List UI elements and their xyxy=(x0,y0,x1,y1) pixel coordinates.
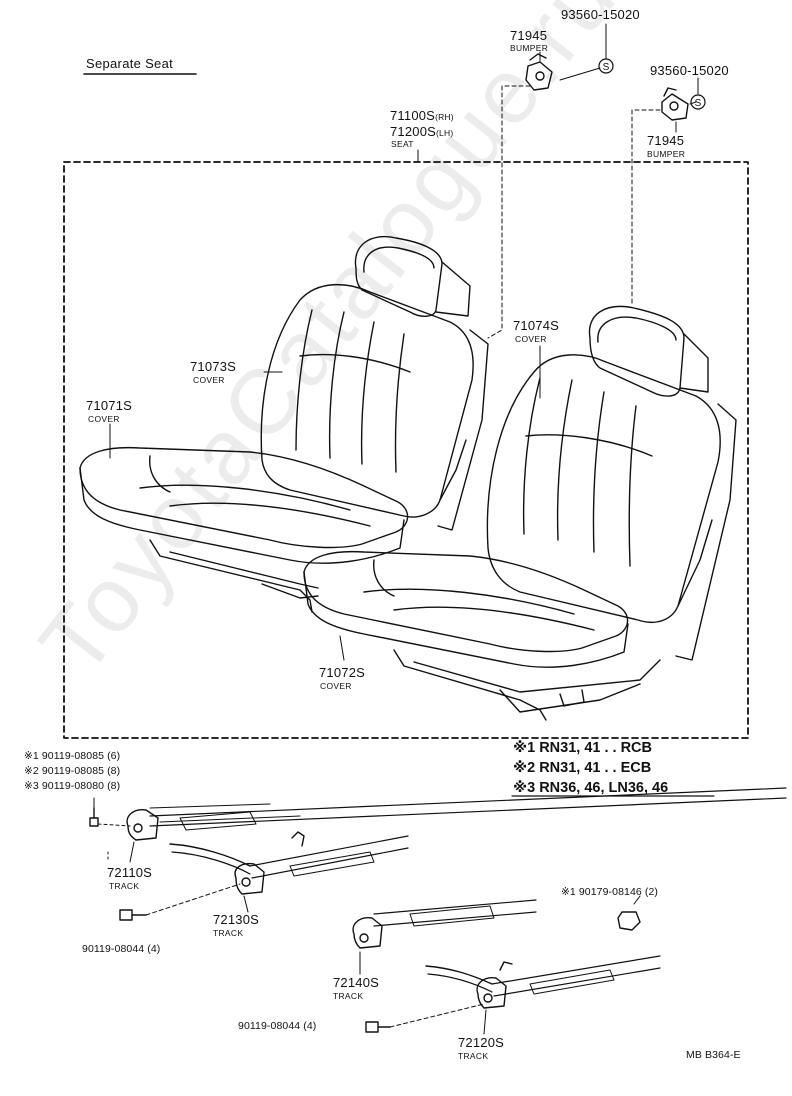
bolt-symbol-b xyxy=(365,1021,391,1033)
bolt-90119-08044-b: 90119-08044 (4) xyxy=(238,1020,317,1032)
track-72110s-label: TRACK xyxy=(109,881,140,891)
screw-symbol-b-text: S xyxy=(695,98,702,109)
diagram-code: MB B364-E xyxy=(686,1049,741,1061)
bumper-b-leader xyxy=(631,109,661,307)
part-71200s: 71200S(LH) xyxy=(390,125,453,138)
part-72130s: 72130S xyxy=(213,912,260,927)
legend-note-2: ※2 RN31, 41 . . ECB xyxy=(513,760,652,776)
bolt-note-2: ※2 90119-08085 (8) xyxy=(24,765,121,777)
bumper-a-part xyxy=(525,53,553,91)
track-72140s-label: TRACK xyxy=(333,991,364,1001)
part-72140s: 72140S xyxy=(333,975,380,990)
screw-symbol-a-text: S xyxy=(603,62,610,73)
nut-symbol xyxy=(617,911,641,931)
part-71074s: 71074S xyxy=(513,318,560,333)
track-72120-drawing xyxy=(425,955,661,1009)
track-72140-drawing xyxy=(352,899,537,949)
track-bolt-symbol xyxy=(89,807,99,827)
track-72120s-label: TRACK xyxy=(458,1051,489,1061)
track-72110-drawing xyxy=(126,787,787,841)
bolt-note-3: ※3 90119-08080 (8) xyxy=(24,780,121,792)
part-93560-b: 93560-15020 xyxy=(650,63,729,78)
cover-71073s-label: COVER xyxy=(193,375,225,385)
part-71072s: 71072S xyxy=(319,665,366,680)
part-72110s: 72110S xyxy=(107,865,153,880)
diagram-title: Separate Seat xyxy=(86,56,174,71)
track-72130-drawing xyxy=(169,831,409,895)
cover-71072s-label: COVER xyxy=(320,681,352,691)
part-71071s: 71071S xyxy=(86,398,133,413)
bolt-note-1: ※1 90119-08085 (6) xyxy=(24,750,121,762)
part-71100s: 71100S(RH) xyxy=(390,109,454,122)
part-93560-a: 93560-15020 xyxy=(561,7,640,22)
seat-label: SEAT xyxy=(391,139,414,149)
seat-rh-tag: (RH) xyxy=(435,112,454,122)
legend-note-3: ※3 RN36, 46, LN36, 46 xyxy=(513,780,669,796)
cover-71074s-label: COVER xyxy=(515,334,547,344)
bumper-b-label: BUMPER xyxy=(647,149,686,159)
legend-note-1: ※1 RN31, 41 . . RCB xyxy=(513,740,653,756)
left-seat-drawing xyxy=(79,236,489,613)
bolt-symbol-a xyxy=(119,909,147,921)
part-72120s: 72120S xyxy=(458,1035,505,1050)
part-71073s: 71073S xyxy=(190,359,237,374)
seat-rh-number: 71100S xyxy=(390,108,436,123)
part-71945-b: 71945 xyxy=(647,133,685,148)
seat-lh-tag: (LH) xyxy=(436,128,454,138)
seat-lh-number: 71200S xyxy=(390,124,437,139)
bolt-90119-08044-a: 90119-08044 (4) xyxy=(82,943,161,955)
bumper-a-leader xyxy=(487,85,531,339)
right-seat-drawing xyxy=(303,305,737,721)
screw-symbol-b xyxy=(690,94,706,110)
part-71945-a: 71945 xyxy=(510,28,548,43)
cover-71071s-label: COVER xyxy=(88,414,120,424)
nut-90179-08146: ※1 90179-08146 (2) xyxy=(561,886,658,898)
bumper-b-part xyxy=(661,87,689,121)
screw-symbol-a xyxy=(598,58,614,74)
bumper-a-label: BUMPER xyxy=(510,43,549,53)
assembly-frame xyxy=(63,161,749,739)
track-72130s-label: TRACK xyxy=(213,928,244,938)
